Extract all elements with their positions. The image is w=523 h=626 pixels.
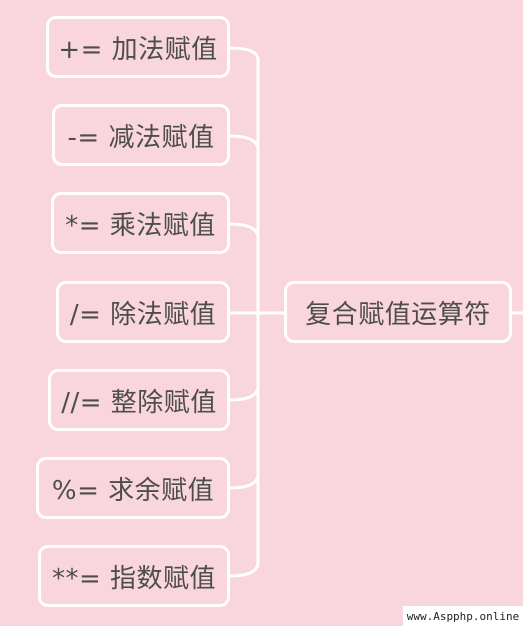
watermark: www.Aspphp.online (403, 606, 523, 626)
child-node-mul-assign[interactable]: *= 乘法赋值 (51, 192, 230, 254)
root-node-label: 复合赋值运算符 (305, 299, 491, 330)
child-node-label: %= 求余赋值 (51, 475, 215, 506)
child-node-add-assign[interactable]: += 加法赋值 (46, 16, 230, 78)
child-node-mod-assign[interactable]: %= 求余赋值 (36, 457, 230, 519)
branch-2 (228, 134, 260, 152)
child-node-label: *= 乘法赋值 (65, 210, 216, 241)
child-node-label: += 加法赋值 (58, 34, 218, 65)
branch-7 (228, 560, 260, 578)
branch-3 (228, 222, 260, 240)
child-node-label: //= 整除赋值 (61, 387, 217, 418)
child-node-label: -= 减法赋值 (67, 122, 215, 153)
root-node[interactable]: 复合赋值运算符 (284, 281, 512, 343)
child-node-floordiv-assign[interactable]: //= 整除赋值 (48, 369, 230, 431)
child-node-sub-assign[interactable]: -= 减法赋值 (52, 104, 230, 166)
child-node-pow-assign[interactable]: **= 指数赋值 (38, 545, 230, 607)
child-node-label: **= 指数赋值 (51, 563, 217, 594)
branch-6 (228, 472, 260, 490)
child-node-div-assign[interactable]: /= 除法赋值 (56, 281, 230, 343)
branch-1 (228, 46, 260, 62)
child-node-label: /= 除法赋值 (69, 299, 217, 330)
branch-5 (228, 384, 260, 402)
